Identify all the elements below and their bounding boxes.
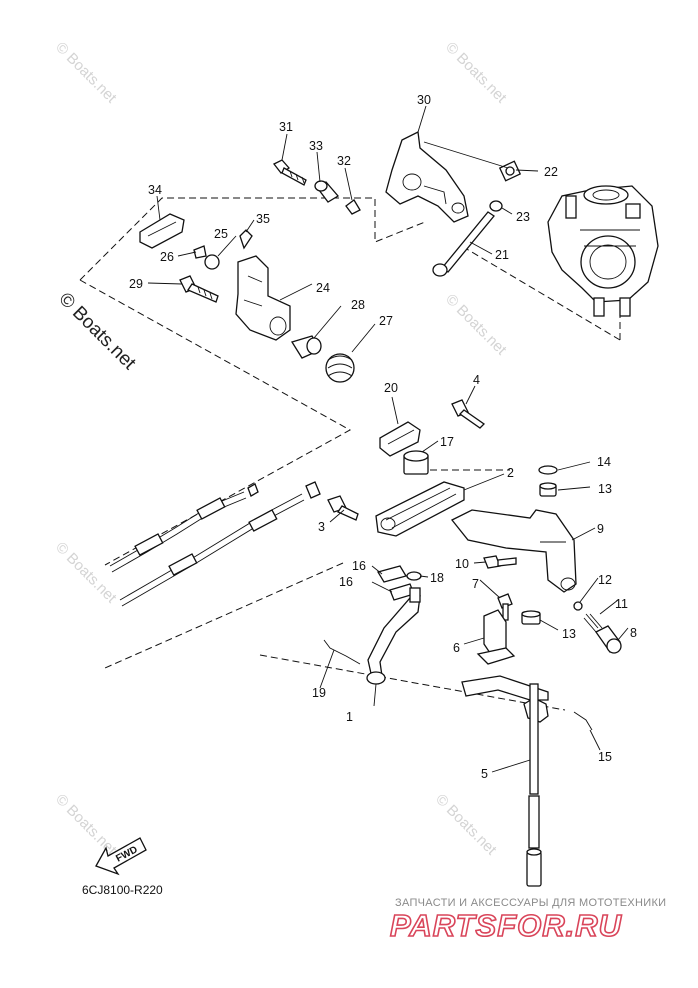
bracket-9	[450, 509, 577, 593]
callout-6: 6	[453, 641, 460, 655]
plate-16	[377, 565, 415, 601]
callout-19: 19	[312, 686, 326, 700]
collar-25	[204, 254, 220, 270]
watermark-bottom-left: © Boats.net	[52, 791, 120, 859]
callout-1: 1	[346, 710, 353, 724]
shift-lever-2	[375, 481, 465, 537]
callout-23: 23	[516, 210, 530, 224]
washer-14	[538, 465, 558, 475]
throttle-body	[547, 185, 659, 317]
ball-joint-22	[498, 160, 522, 182]
callout-labels: 1 2 3 4 5 6 7 8 9 10 11 12 13 13 14 15 1…	[129, 93, 637, 781]
bolt-31	[273, 159, 307, 186]
callout-12: 12	[598, 573, 612, 587]
bolt-3	[327, 495, 359, 521]
washer-18	[406, 571, 422, 581]
watermark-mid-left: © Boats.net	[52, 539, 120, 607]
callout-4: 4	[473, 373, 480, 387]
callout-2: 2	[507, 466, 514, 480]
cable-end-20	[379, 421, 421, 457]
callout-13-lower: 13	[562, 627, 576, 641]
assembly-outlines	[79, 197, 621, 711]
diagram-code: 6CJ8100-R220	[82, 883, 163, 897]
spring-27	[325, 353, 355, 383]
callout-35: 35	[256, 212, 270, 226]
brand-name: PARTSFOR.RU	[390, 908, 623, 943]
callout-16-top: 16	[352, 559, 366, 573]
watermark-top-left: © Boats.net	[52, 39, 120, 107]
plunger-8	[595, 625, 622, 654]
control-cables	[109, 481, 321, 607]
spring-11	[583, 613, 603, 633]
pin-35	[239, 229, 253, 250]
bolt-29	[179, 275, 219, 303]
brand-watermark: ЗАПЧАСТИ И АКСЕССУАРЫ ДЛЯ МОТОТЕХНИКИ PA…	[389, 897, 666, 944]
callout-33: 33	[309, 139, 323, 153]
wire-19	[323, 639, 361, 665]
callout-15: 15	[598, 750, 612, 764]
callout-26: 26	[160, 250, 174, 264]
callout-32: 32	[337, 154, 351, 168]
bolt-7	[497, 593, 513, 621]
callout-14: 14	[597, 455, 611, 469]
leader-lines	[147, 105, 629, 773]
callout-27: 27	[379, 314, 393, 328]
watermark-mid-right: © Boats.net	[442, 291, 510, 359]
callout-24: 24	[316, 281, 330, 295]
callout-34: 34	[148, 183, 162, 197]
callout-21: 21	[495, 248, 509, 262]
clip-26	[193, 245, 207, 259]
callout-25: 25	[214, 227, 228, 241]
bolt-10	[483, 555, 517, 569]
bracket-6	[476, 609, 516, 665]
lever-bracket-24	[235, 255, 291, 341]
shift-shaft-5	[461, 675, 549, 887]
rod-21	[432, 211, 495, 277]
callout-29: 29	[129, 277, 143, 291]
callout-3: 3	[318, 520, 325, 534]
callout-16-lower: 16	[339, 575, 353, 589]
watermark-bottom-right: © Boats.net	[432, 791, 500, 859]
callout-28: 28	[351, 298, 365, 312]
throttle-lever	[385, 131, 469, 223]
ball-12	[573, 601, 583, 611]
bracket-34	[139, 213, 185, 249]
callout-11: 11	[615, 597, 628, 611]
bolt-4	[451, 399, 486, 429]
callout-22: 22	[544, 165, 558, 179]
callout-10: 10	[455, 557, 469, 571]
bushing-13-top	[539, 482, 557, 497]
callout-31: 31	[279, 120, 293, 134]
callout-8: 8	[630, 626, 637, 640]
callout-9: 9	[597, 522, 604, 536]
callout-5: 5	[481, 767, 488, 781]
collar-17	[403, 450, 429, 475]
watermark-top-right: © Boats.net	[442, 39, 510, 107]
callout-17: 17	[440, 435, 454, 449]
collar-28	[290, 335, 322, 359]
nut-23	[489, 200, 503, 212]
pin-15	[573, 711, 593, 731]
callout-20: 20	[384, 381, 398, 395]
collar-33	[314, 180, 339, 203]
bushing-13-lower	[521, 610, 541, 625]
callout-18: 18	[430, 571, 444, 585]
clip-32	[345, 199, 361, 215]
brand-tagline: ЗАПЧАСТИ И АКСЕССУАРЫ ДЛЯ МОТОТЕХНИКИ	[395, 897, 666, 909]
watermark-large: © Boats.net	[54, 289, 140, 375]
callout-13-top: 13	[598, 482, 612, 496]
arm-1	[366, 587, 421, 685]
callout-7: 7	[472, 577, 479, 591]
callout-30: 30	[417, 93, 431, 107]
